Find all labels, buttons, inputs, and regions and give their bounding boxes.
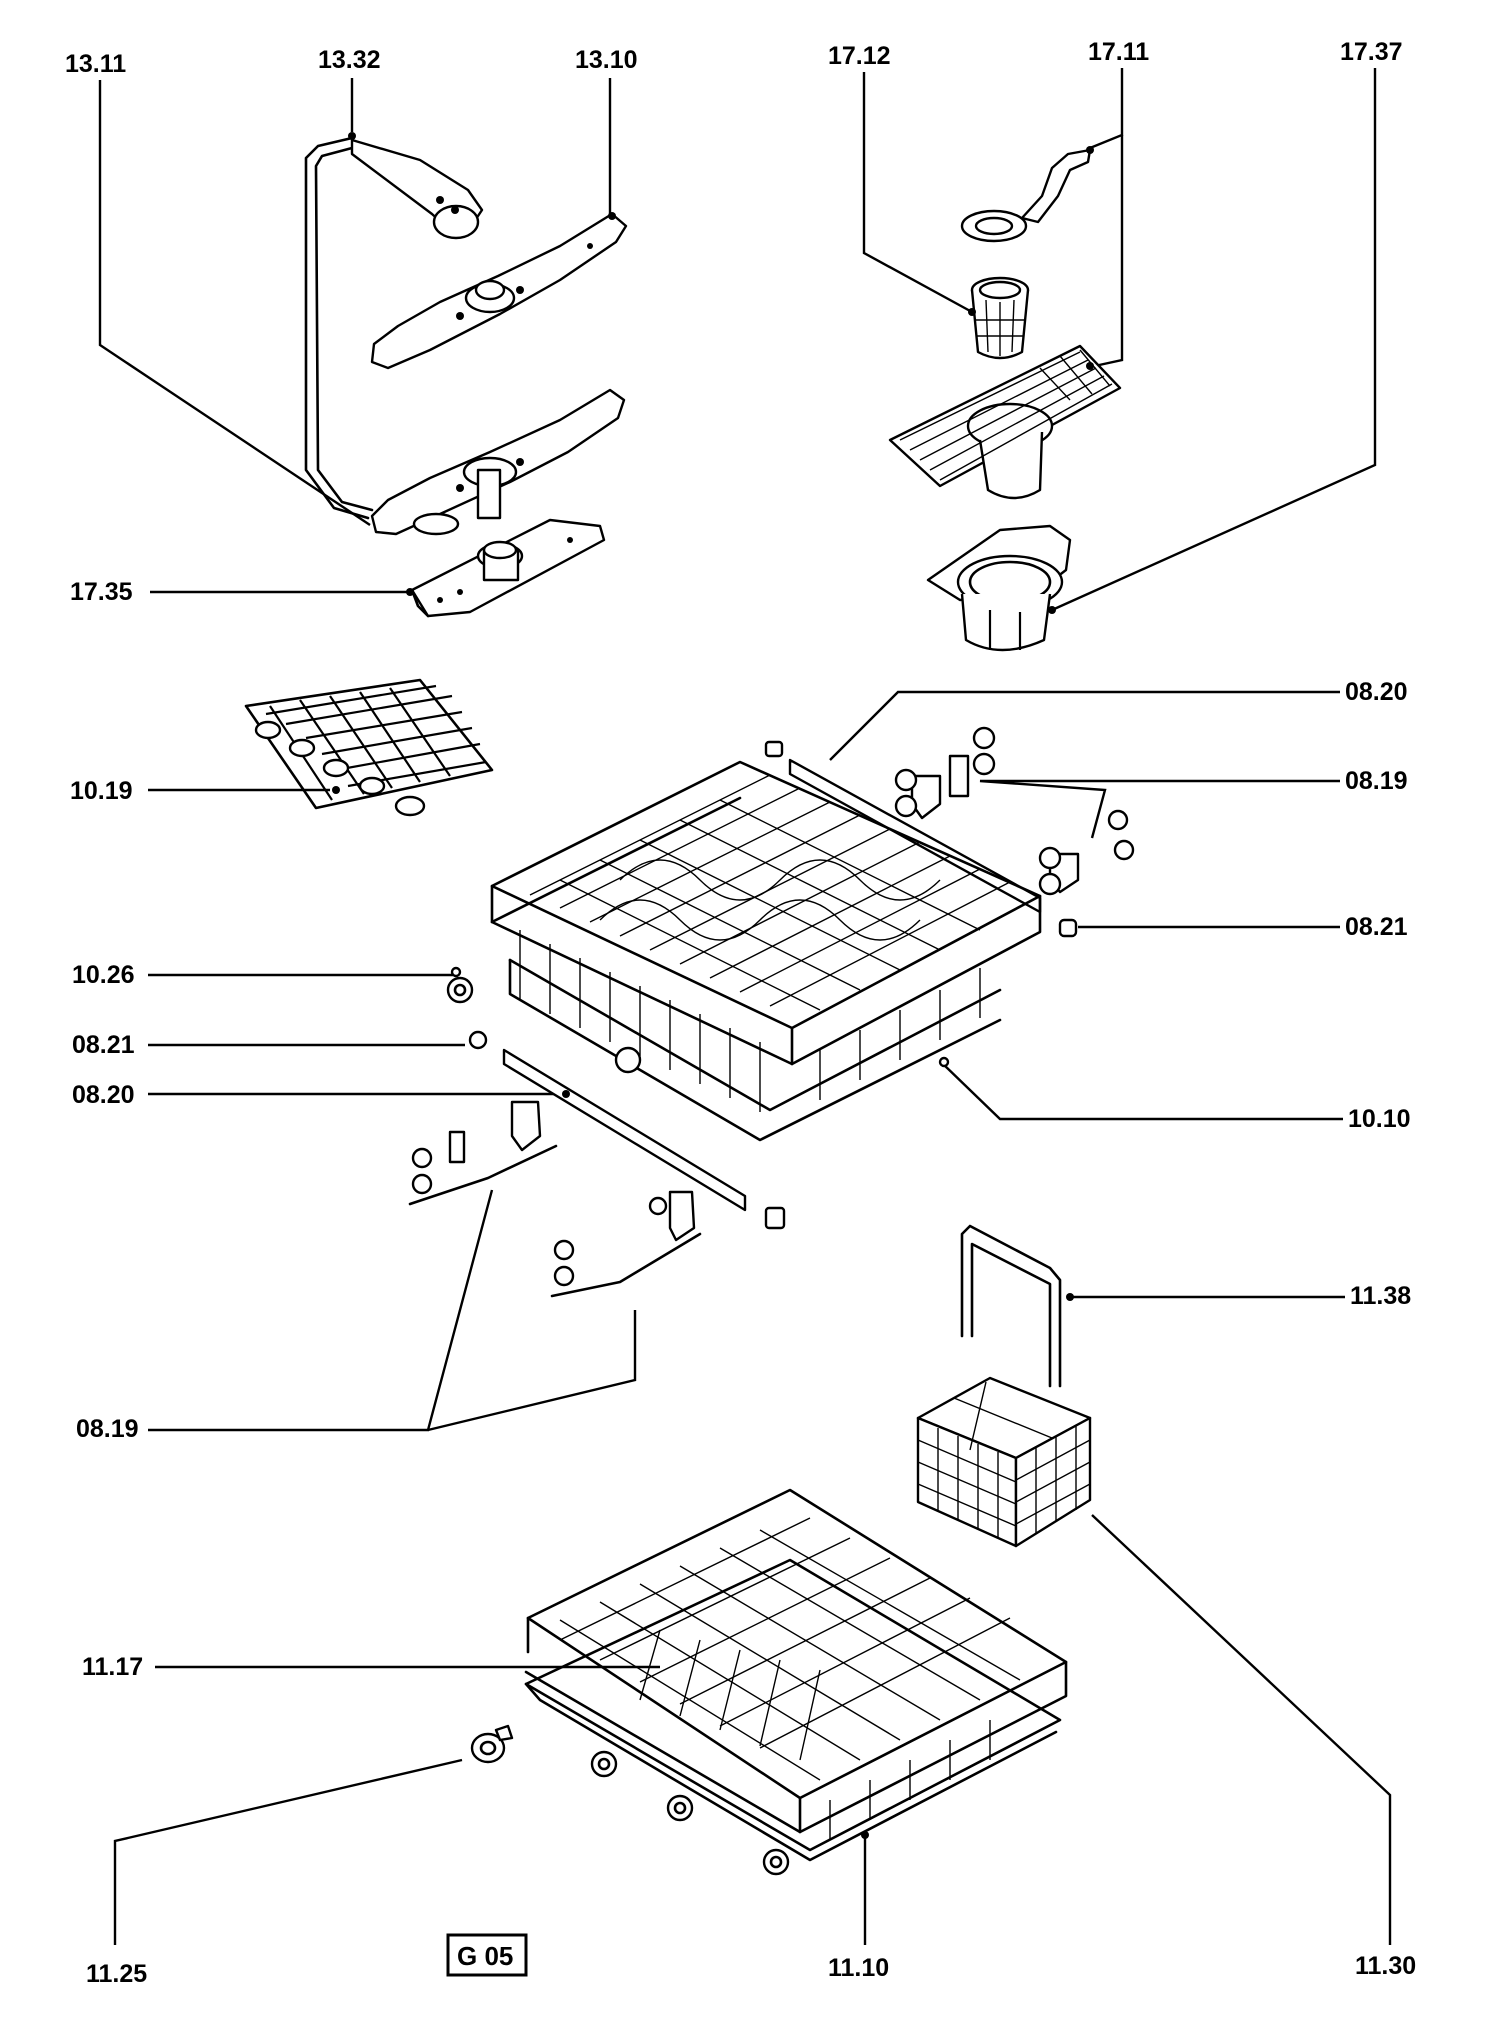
basket-wheel-10-26	[446, 966, 474, 1004]
rail-top-08-20	[764, 740, 1042, 914]
label-13-11: 13.11	[65, 50, 126, 78]
label-11-17: 11.17	[82, 1653, 143, 1681]
rail-bracket-top-08-19	[894, 726, 1135, 896]
lower-basket-11-10	[524, 1488, 1068, 1876]
basket-wheel-11-25	[470, 1724, 514, 1764]
diagram-code-box: G 05	[446, 1933, 528, 1977]
label-17-12: 17.12	[828, 42, 891, 70]
supply-pipe-13-32	[304, 132, 484, 520]
label-08-20-top: 08.20	[1345, 678, 1408, 706]
label-10-26: 10.26	[72, 961, 135, 989]
flat-filter-plate-17-11	[888, 344, 1122, 500]
label-13-10: 13.10	[575, 46, 638, 74]
label-17-37: 17.37	[1340, 38, 1403, 66]
upper-basket-10-10	[490, 760, 1042, 1142]
cup-shelf-insert-10-19	[244, 678, 494, 817]
label-10-19: 10.19	[70, 777, 133, 805]
end-stop-left-08-21	[468, 1030, 488, 1050]
label-08-21-right: 08.21	[1345, 913, 1408, 941]
label-08-21-left: 08.21	[72, 1031, 135, 1059]
label-11-25: 11.25	[86, 1960, 147, 1988]
label-11-38: 11.38	[1350, 1282, 1411, 1310]
filter-housing-17-37	[926, 524, 1072, 652]
rail-bracket-bottom-08-19	[408, 1100, 702, 1298]
label-10-10: 10.10	[1348, 1105, 1411, 1133]
label-17-11: 17.11	[1088, 38, 1149, 66]
upper-spray-arm-13-10	[370, 212, 628, 370]
label-11-30: 11.30	[1355, 1952, 1416, 1980]
label-08-20-left: 08.20	[72, 1081, 135, 1109]
label-17-35: 17.35	[70, 578, 133, 606]
lower-spray-arm-13-11	[370, 388, 626, 536]
diagram-code: G 05	[457, 1941, 513, 1971]
leader-lines	[98, 68, 1392, 1945]
micro-filter-17-12	[968, 276, 1030, 360]
label-08-19-top: 08.19	[1345, 767, 1408, 795]
cutlery-basket-11-30	[916, 1376, 1092, 1548]
rail-left-08-20	[502, 1048, 786, 1230]
label-13-32: 13.32	[318, 46, 381, 74]
spray-arm-support-17-35	[406, 518, 606, 618]
cutlery-basket-handle-11-38	[960, 1224, 1074, 1388]
filter-lever-17-11	[960, 146, 1094, 243]
end-stop-right-08-21	[1058, 918, 1078, 938]
label-11-10: 11.10	[828, 1954, 889, 1982]
label-08-19-bottom: 08.19	[76, 1415, 139, 1443]
